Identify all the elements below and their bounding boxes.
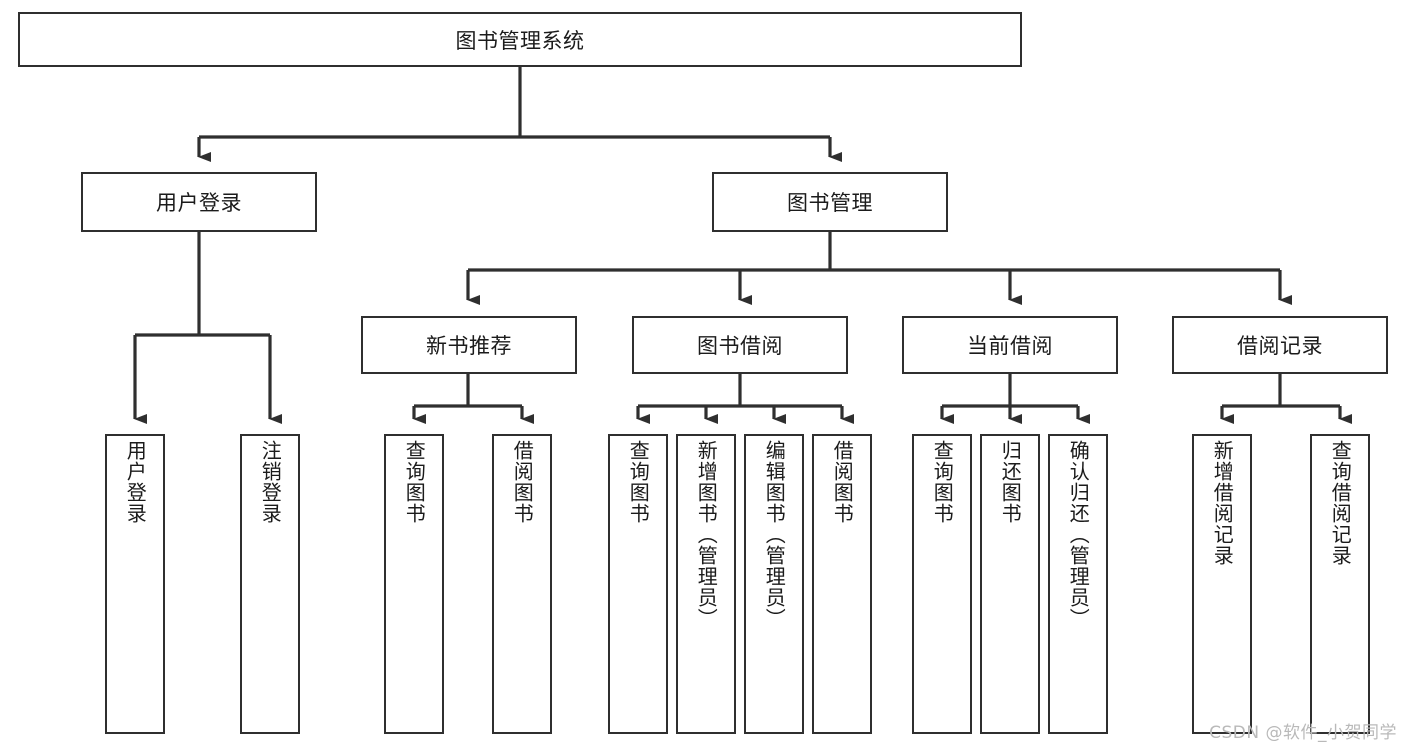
node-root[interactable]: 图书管理系统 — [18, 12, 1022, 67]
node-current-borrow-label: 当前借阅 — [967, 334, 1053, 358]
node-leaf-confirm-return-label: 确认归还（管理员） — [1066, 440, 1091, 629]
node-leaf-logout-login[interactable]: 注销登录 — [240, 434, 300, 734]
node-leaf-query-book-3-label: 查询图书 — [930, 440, 955, 524]
node-root-label: 图书管理系统 — [455, 28, 585, 53]
node-book-manage-label: 图书管理 — [787, 191, 873, 215]
node-leaf-return-book-label: 归还图书 — [998, 440, 1023, 524]
node-leaf-query-record-label: 查询借阅记录 — [1328, 440, 1353, 566]
node-leaf-query-record[interactable]: 查询借阅记录 — [1310, 434, 1370, 734]
node-book-borrow[interactable]: 图书借阅 — [632, 316, 848, 374]
node-book-manage[interactable]: 图书管理 — [712, 172, 948, 232]
node-leaf-borrow-book-1[interactable]: 借阅图书 — [492, 434, 552, 734]
node-leaf-borrow-book-2-label: 借阅图书 — [830, 440, 855, 524]
node-leaf-user-login[interactable]: 用户登录 — [105, 434, 165, 734]
node-leaf-query-book-3[interactable]: 查询图书 — [912, 434, 972, 734]
node-leaf-add-record-label: 新增借阅记录 — [1210, 440, 1235, 566]
node-book-borrow-label: 图书借阅 — [697, 334, 783, 358]
node-leaf-return-book[interactable]: 归还图书 — [980, 434, 1040, 734]
node-leaf-borrow-book-2[interactable]: 借阅图书 — [812, 434, 872, 734]
node-leaf-confirm-return[interactable]: 确认归还（管理员） — [1048, 434, 1108, 734]
node-leaf-add-record[interactable]: 新增借阅记录 — [1192, 434, 1252, 734]
node-borrow-record[interactable]: 借阅记录 — [1172, 316, 1388, 374]
node-leaf-query-book-2-label: 查询图书 — [626, 440, 651, 524]
node-leaf-edit-book-label: 编辑图书（管理员） — [762, 440, 787, 629]
node-leaf-query-book-2[interactable]: 查询图书 — [608, 434, 668, 734]
node-new-book-rec[interactable]: 新书推荐 — [361, 316, 577, 374]
node-leaf-user-login-label: 用户登录 — [123, 440, 148, 524]
node-borrow-record-label: 借阅记录 — [1237, 334, 1323, 358]
node-user-login[interactable]: 用户登录 — [81, 172, 317, 232]
node-leaf-edit-book[interactable]: 编辑图书（管理员） — [744, 434, 804, 734]
node-leaf-borrow-book-1-label: 借阅图书 — [510, 440, 535, 524]
node-current-borrow[interactable]: 当前借阅 — [902, 316, 1118, 374]
node-leaf-query-book-1-label: 查询图书 — [402, 440, 427, 524]
node-user-login-label: 用户登录 — [156, 191, 242, 215]
node-leaf-logout-login-label: 注销登录 — [258, 440, 283, 524]
node-leaf-query-book-1[interactable]: 查询图书 — [384, 434, 444, 734]
node-new-book-rec-label: 新书推荐 — [426, 334, 512, 358]
node-leaf-add-book[interactable]: 新增图书（管理员） — [676, 434, 736, 734]
node-leaf-add-book-label: 新增图书（管理员） — [694, 440, 719, 629]
